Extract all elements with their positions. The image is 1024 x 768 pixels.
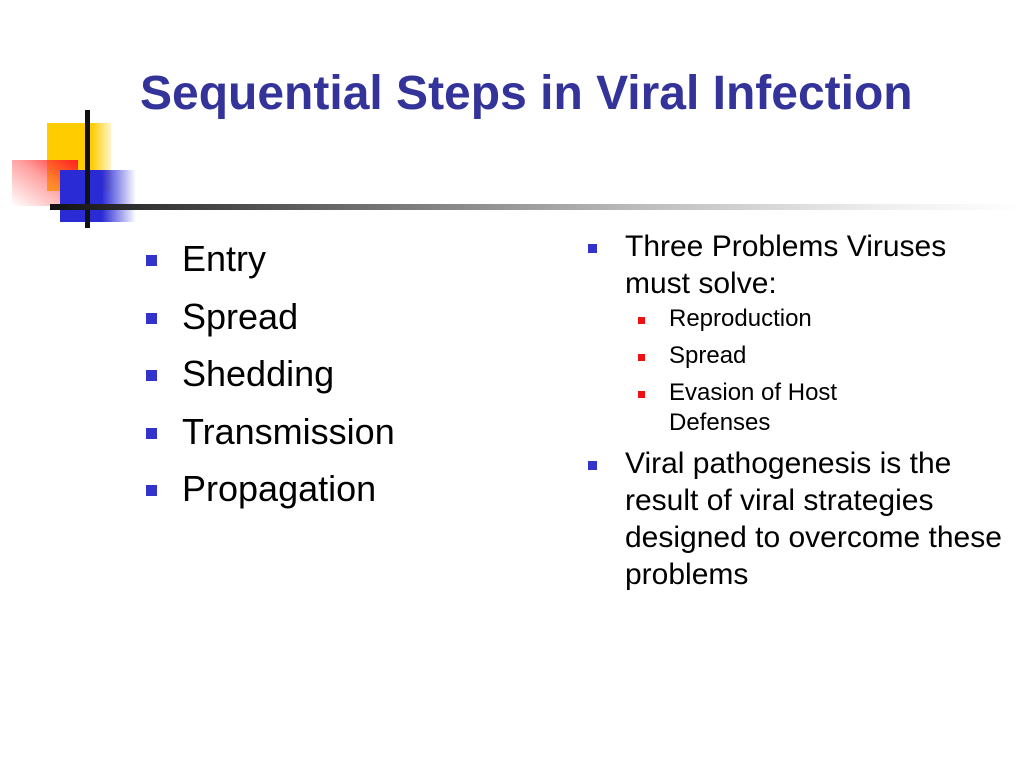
sub-list-item: Spread — [625, 341, 909, 371]
sub-list-item: Reproduction — [625, 304, 909, 334]
list-item: Entry — [140, 233, 395, 291]
list-item: Propagation — [140, 463, 395, 521]
square-bullet-icon — [146, 370, 157, 381]
sub-list-item-label: Spread — [669, 342, 747, 369]
logo-blue-square — [60, 170, 136, 222]
list-item: Spread — [140, 291, 395, 349]
logo-vertical-line — [85, 110, 90, 228]
square-bullet-icon — [588, 244, 597, 253]
list-item-label: Viral pathogenesis is the result of vira… — [625, 447, 1002, 591]
red-square-bullet-icon — [638, 354, 645, 361]
list-item: Transmission — [140, 406, 395, 464]
square-bullet-icon — [146, 312, 157, 324]
square-bullet-icon — [146, 255, 157, 266]
square-bullet-icon — [146, 485, 157, 496]
square-bullet-icon — [588, 461, 597, 470]
sub-list-item: Evasion of Host Defenses — [625, 378, 909, 438]
right-bullet-list: Three Problems Viruses must solve: Repro… — [582, 228, 1012, 599]
list-item: Shedding — [140, 348, 395, 406]
list-item-label: Shedding — [182, 353, 335, 394]
list-item-label: Spread — [182, 295, 299, 337]
red-square-bullet-icon — [638, 391, 645, 398]
list-item-label: Transmission — [182, 410, 395, 452]
square-bullet-icon — [146, 427, 157, 439]
slide-title: Sequential Steps in Viral Infection — [140, 67, 913, 120]
title-divider — [50, 204, 1024, 210]
red-square-bullet-icon — [638, 317, 645, 324]
list-item-label: Three Problems Viruses must solve: — [625, 230, 947, 300]
list-item: Three Problems Viruses must solve: Repro… — [582, 228, 1012, 438]
sub-bullet-list: Reproduction Spread Evasion of Host Defe… — [625, 304, 1012, 438]
left-bullet-list: Entry Spread Shedding Transmission Propa… — [140, 233, 395, 521]
list-item-label: Propagation — [182, 468, 377, 509]
list-item-label: Entry — [182, 238, 267, 279]
list-item: Viral pathogenesis is the result of vira… — [582, 445, 1012, 593]
sub-list-item-label: Reproduction — [669, 305, 812, 332]
sub-list-item-label: Evasion of Host Defenses — [669, 379, 838, 436]
